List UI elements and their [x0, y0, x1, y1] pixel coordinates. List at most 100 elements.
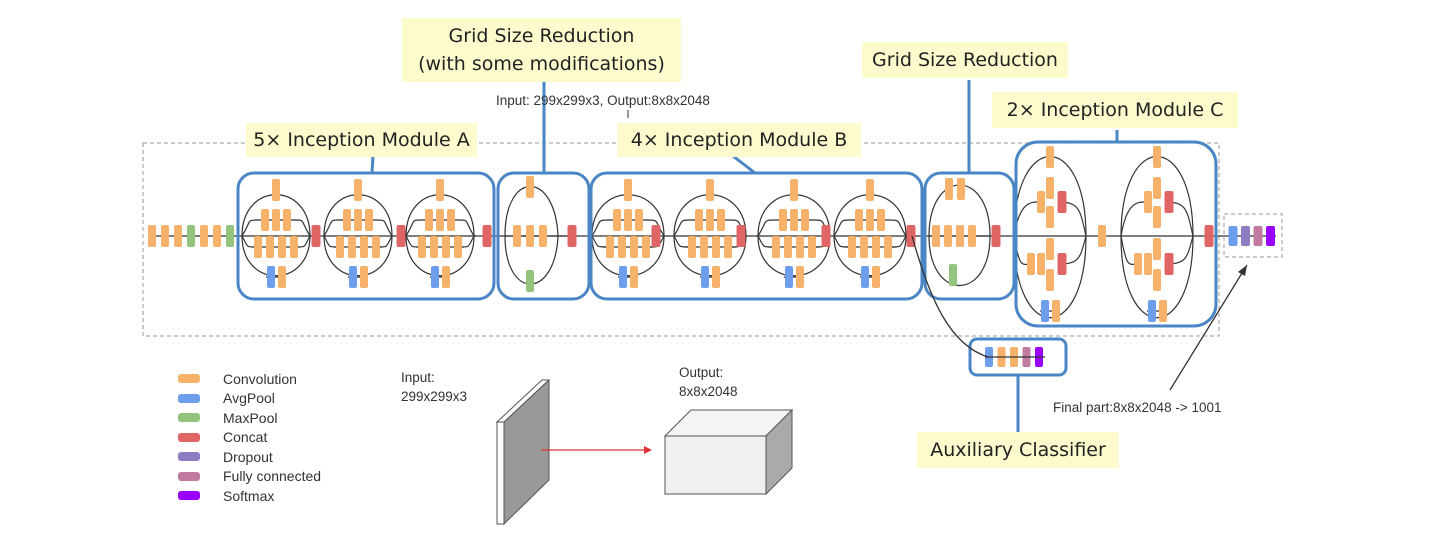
convolution-layer — [855, 209, 863, 231]
convolution-layer — [801, 209, 809, 231]
branch-edge — [833, 235, 849, 248]
convolution-layer — [1153, 177, 1161, 199]
convolution-layer — [261, 209, 269, 231]
convolution-layer — [436, 179, 444, 201]
convolution-layer — [688, 236, 696, 258]
callout-module-c: 2× Inception Module C — [992, 92, 1238, 128]
callout-grid-reduction-1-line1: Grid Size Reduction — [448, 25, 635, 47]
convolution-layer — [425, 209, 433, 231]
convolution-layer — [1098, 225, 1106, 247]
maxpool-layer — [526, 270, 534, 292]
branch-edge — [323, 235, 393, 277]
convolution-layer — [724, 236, 732, 258]
convolution-layer — [1046, 269, 1054, 291]
legend-item: Fully connected — [178, 467, 321, 487]
convolution-layer — [866, 209, 874, 231]
input-label-line2: 299x299x3 — [401, 389, 468, 404]
branch-edge — [757, 219, 777, 237]
branch-edge — [457, 219, 475, 237]
callout-grid-reduction-1-line2: (with some modifications) — [418, 53, 665, 75]
branch-edge — [757, 235, 773, 248]
connector-module-b — [732, 154, 756, 175]
convolution-layer — [447, 209, 455, 231]
branch-edge — [591, 235, 607, 248]
convolution-layer — [712, 266, 720, 288]
convolution-layer — [784, 236, 792, 258]
convolution-layer — [283, 209, 291, 231]
convolution-layer — [354, 179, 362, 201]
connector-module-a — [370, 155, 375, 174]
convolution-layer — [161, 225, 169, 247]
convolution-layer — [539, 225, 547, 247]
branch-edge — [928, 235, 991, 287]
convolution-layer — [272, 209, 280, 231]
branch-edge — [241, 235, 311, 277]
output-label-line1: Output: — [679, 365, 724, 380]
convolution-layer — [272, 179, 280, 201]
convolution-layer — [148, 225, 156, 247]
legend-swatch — [178, 452, 200, 462]
legend-item: Softmax — [178, 486, 321, 506]
branch-edge — [673, 235, 747, 277]
legend-swatch — [178, 471, 200, 481]
branch-edge — [405, 235, 419, 248]
legend-swatch — [178, 432, 200, 442]
branch-edge — [591, 219, 611, 237]
avgpool-layer — [1041, 300, 1049, 322]
legend-label: Dropout — [223, 448, 273, 465]
maxpool-layer — [187, 225, 195, 247]
convolution-layer — [1027, 253, 1035, 275]
input-slab — [495, 378, 551, 526]
convolution-layer — [360, 266, 368, 288]
concat-layer — [482, 225, 492, 247]
convolution-layer — [932, 225, 940, 247]
aux-branch-curve — [911, 235, 989, 358]
avgpool-layer — [349, 266, 357, 288]
branch-edge — [375, 219, 393, 237]
legend-item: AvgPool — [178, 389, 321, 409]
branch-edge — [379, 235, 393, 248]
convolution-layer — [442, 266, 450, 288]
convolution-layer — [1153, 269, 1161, 291]
branch-edge — [645, 219, 665, 237]
concat-layer — [1204, 225, 1214, 247]
module-b-box — [589, 171, 924, 301]
fully-connected-layer — [1253, 226, 1263, 246]
concat-layer — [736, 225, 746, 247]
convolution-layer — [1159, 300, 1167, 322]
legend-item: Concat — [178, 428, 321, 448]
convolution-layer — [796, 266, 804, 288]
branch-edge — [405, 235, 475, 277]
legend-item: MaxPool — [178, 408, 321, 428]
convolution-layer — [1046, 177, 1054, 199]
branch-edge — [1013, 201, 1041, 237]
convolution-layer — [266, 236, 274, 258]
convolution-layer — [442, 236, 450, 258]
avgpool-layer — [861, 266, 869, 288]
callout-module-a: 5× Inception Module A — [246, 123, 477, 157]
branch-edge — [323, 235, 337, 248]
convolution-layer — [174, 225, 182, 247]
callout-aux-classifier: Auxiliary Classifier — [917, 432, 1119, 468]
convolution-layer — [336, 236, 344, 258]
convolution-layer — [884, 236, 892, 258]
convolution-layer — [790, 209, 798, 231]
convolution-layer — [1046, 206, 1054, 228]
convolution-layer — [712, 236, 720, 258]
convolution-layer — [717, 209, 725, 231]
branch-edge — [757, 235, 831, 277]
convolution-layer — [513, 225, 521, 247]
avgpool-layer — [1228, 226, 1238, 246]
legend-label: Fully connected — [223, 468, 322, 485]
concat-layer — [311, 225, 321, 247]
convolution-layer — [618, 236, 626, 258]
convolution-layer — [1037, 253, 1045, 275]
branch-edge — [241, 235, 255, 248]
output-cube — [663, 408, 794, 496]
convolution-layer — [290, 236, 298, 258]
convolution-layer — [872, 266, 880, 288]
convolution-layer — [372, 236, 380, 258]
branch-edge — [833, 235, 907, 277]
convolution-layer — [630, 236, 638, 258]
